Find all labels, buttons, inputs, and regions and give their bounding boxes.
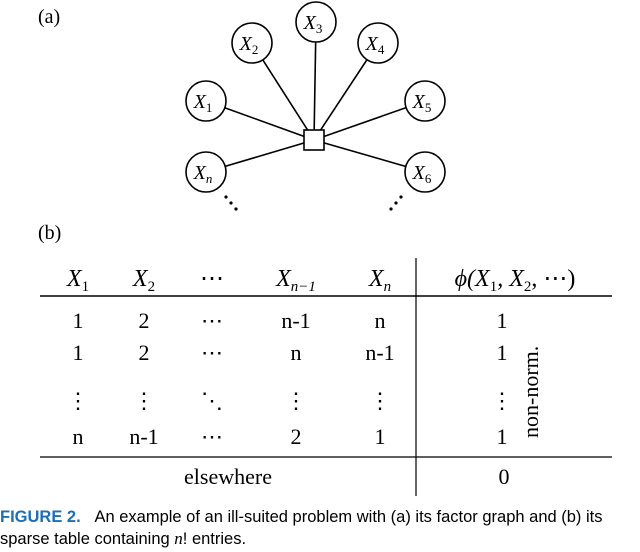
table-cell: 1 (73, 308, 84, 333)
caption-text-1: An example of an ill-suited problem with… (0, 508, 603, 548)
figure-number: FIGURE 2. (0, 508, 81, 526)
ellipsis-dot-left-2 (229, 201, 233, 205)
node-x4 (357, 22, 399, 64)
node-x3 (295, 1, 337, 43)
ellipsis-dot-right-1 (399, 195, 403, 199)
table-cell: n (375, 308, 386, 333)
table-cell: 1 (497, 308, 508, 333)
caption-math: n (174, 529, 183, 548)
table-cell: n (291, 340, 302, 365)
table-cell: ⋯ (201, 308, 223, 333)
table-cell: n-1 (365, 340, 394, 365)
factor-node (303, 129, 325, 151)
table-cell: 2 (139, 308, 150, 333)
table-cell: 2 (139, 340, 150, 365)
node-x1-label: X1 (193, 91, 213, 115)
header-x1: X1 (66, 266, 89, 295)
table-cell: 1 (375, 424, 386, 449)
table-cell: n-1 (129, 424, 158, 449)
table-cell: ⋮ (133, 388, 155, 413)
table-body: 1 2 ⋯ n-1 n 1 1 2 ⋯ n n-1 1 ⋮ ⋮ ⋱ ⋮ ⋮ ⋮ … (67, 308, 513, 489)
table-cell: 1 (73, 340, 84, 365)
table-cell: 1 (497, 424, 508, 449)
node-x5 (404, 80, 446, 122)
table-cell: ⋮ (369, 388, 391, 413)
node-x5-label: X5 (412, 91, 432, 115)
header-cdots: ⋯ (200, 266, 224, 292)
non-norm-label: non-norm. (518, 346, 543, 438)
header-x2: X2 (132, 266, 155, 295)
panel-b-label: (b) (38, 222, 62, 244)
node-x6-label: X6 (412, 162, 432, 186)
header-xn: Xn (368, 266, 391, 295)
ellipsis-dot-right-2 (394, 201, 398, 205)
figure-caption: FIGURE 2. An example of an ill-suited pr… (0, 506, 640, 550)
table-cell: ⋱ (201, 388, 223, 413)
elsewhere-value: 0 (499, 464, 510, 489)
table-cell: n-1 (281, 308, 310, 333)
table-cell: ⋯ (201, 340, 223, 365)
node-xn (185, 151, 227, 193)
header-xn-1: Xn−1 (275, 266, 316, 295)
node-xn-label: Xn (193, 162, 213, 186)
ellipsis-dot-right-3 (389, 207, 393, 211)
table-cell: n (73, 424, 84, 449)
table-cell: 2 (291, 424, 302, 449)
header-phi: ϕ(X1, X2, ⋯) (455, 266, 576, 295)
node-x3-label: X3 (303, 12, 323, 36)
node-x4-label: X4 (365, 33, 385, 57)
caption-text-2: ! entries. (182, 530, 247, 548)
table-cell: ⋯ (201, 424, 223, 449)
table-cell: ⋮ (285, 388, 307, 413)
table-cell: 1 (497, 340, 508, 365)
table-cell: ⋮ (67, 388, 89, 413)
panel-a-label: (a) (38, 6, 61, 28)
node-x2 (231, 22, 273, 64)
node-x2-label: X2 (239, 33, 259, 57)
ellipsis-dot-left-1 (224, 195, 228, 199)
elsewhere-label: elsewhere (184, 464, 272, 489)
node-x6 (404, 151, 446, 193)
ellipsis-dot-left-3 (234, 207, 238, 211)
node-x1 (185, 80, 227, 122)
table-cell: ⋮ (491, 388, 513, 413)
